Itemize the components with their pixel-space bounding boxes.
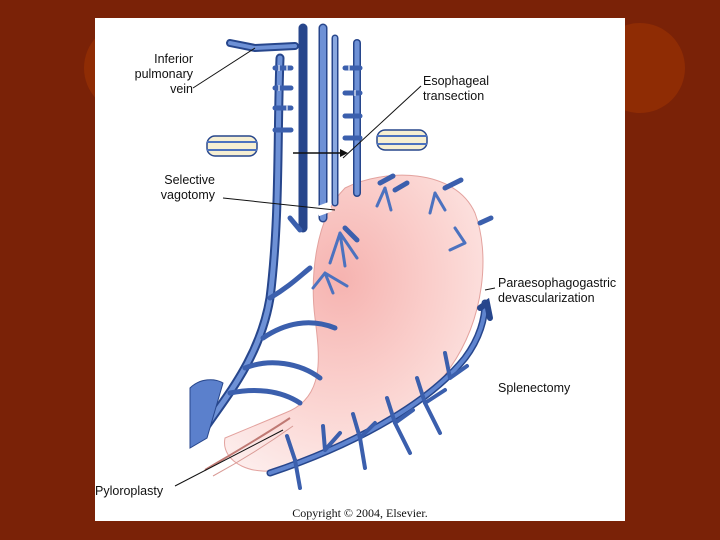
label-line: Paraesophagogastric (498, 276, 616, 291)
label-line: Inferior (113, 52, 193, 67)
label-line: Selective (135, 173, 215, 188)
label-line: devascularization (498, 291, 616, 306)
copyright-notice: Copyright © 2004, Elsevier. (95, 506, 625, 521)
label-line: pulmonary (113, 67, 193, 82)
label-pyloroplasty: Pyloroplasty (95, 484, 163, 499)
illustration-panel: Inferior pulmonary vein Esophageal trans… (95, 18, 625, 521)
label-paraesophagogastric-devascularization: Paraesophagogastric devascularization (498, 276, 616, 306)
label-splenectomy: Splenectomy (498, 381, 570, 396)
label-esophageal-transection: Esophageal transection (423, 74, 489, 104)
label-line: transection (423, 89, 489, 104)
label-line: vagotomy (135, 188, 215, 203)
label-line: Esophageal (423, 74, 489, 89)
label-inferior-pulmonary-vein: Inferior pulmonary vein (113, 52, 193, 97)
right-transection-ring (377, 130, 427, 150)
left-transection-ring (207, 136, 257, 156)
label-line: vein (113, 82, 193, 97)
label-selective-vagotomy: Selective vagotomy (135, 173, 215, 203)
